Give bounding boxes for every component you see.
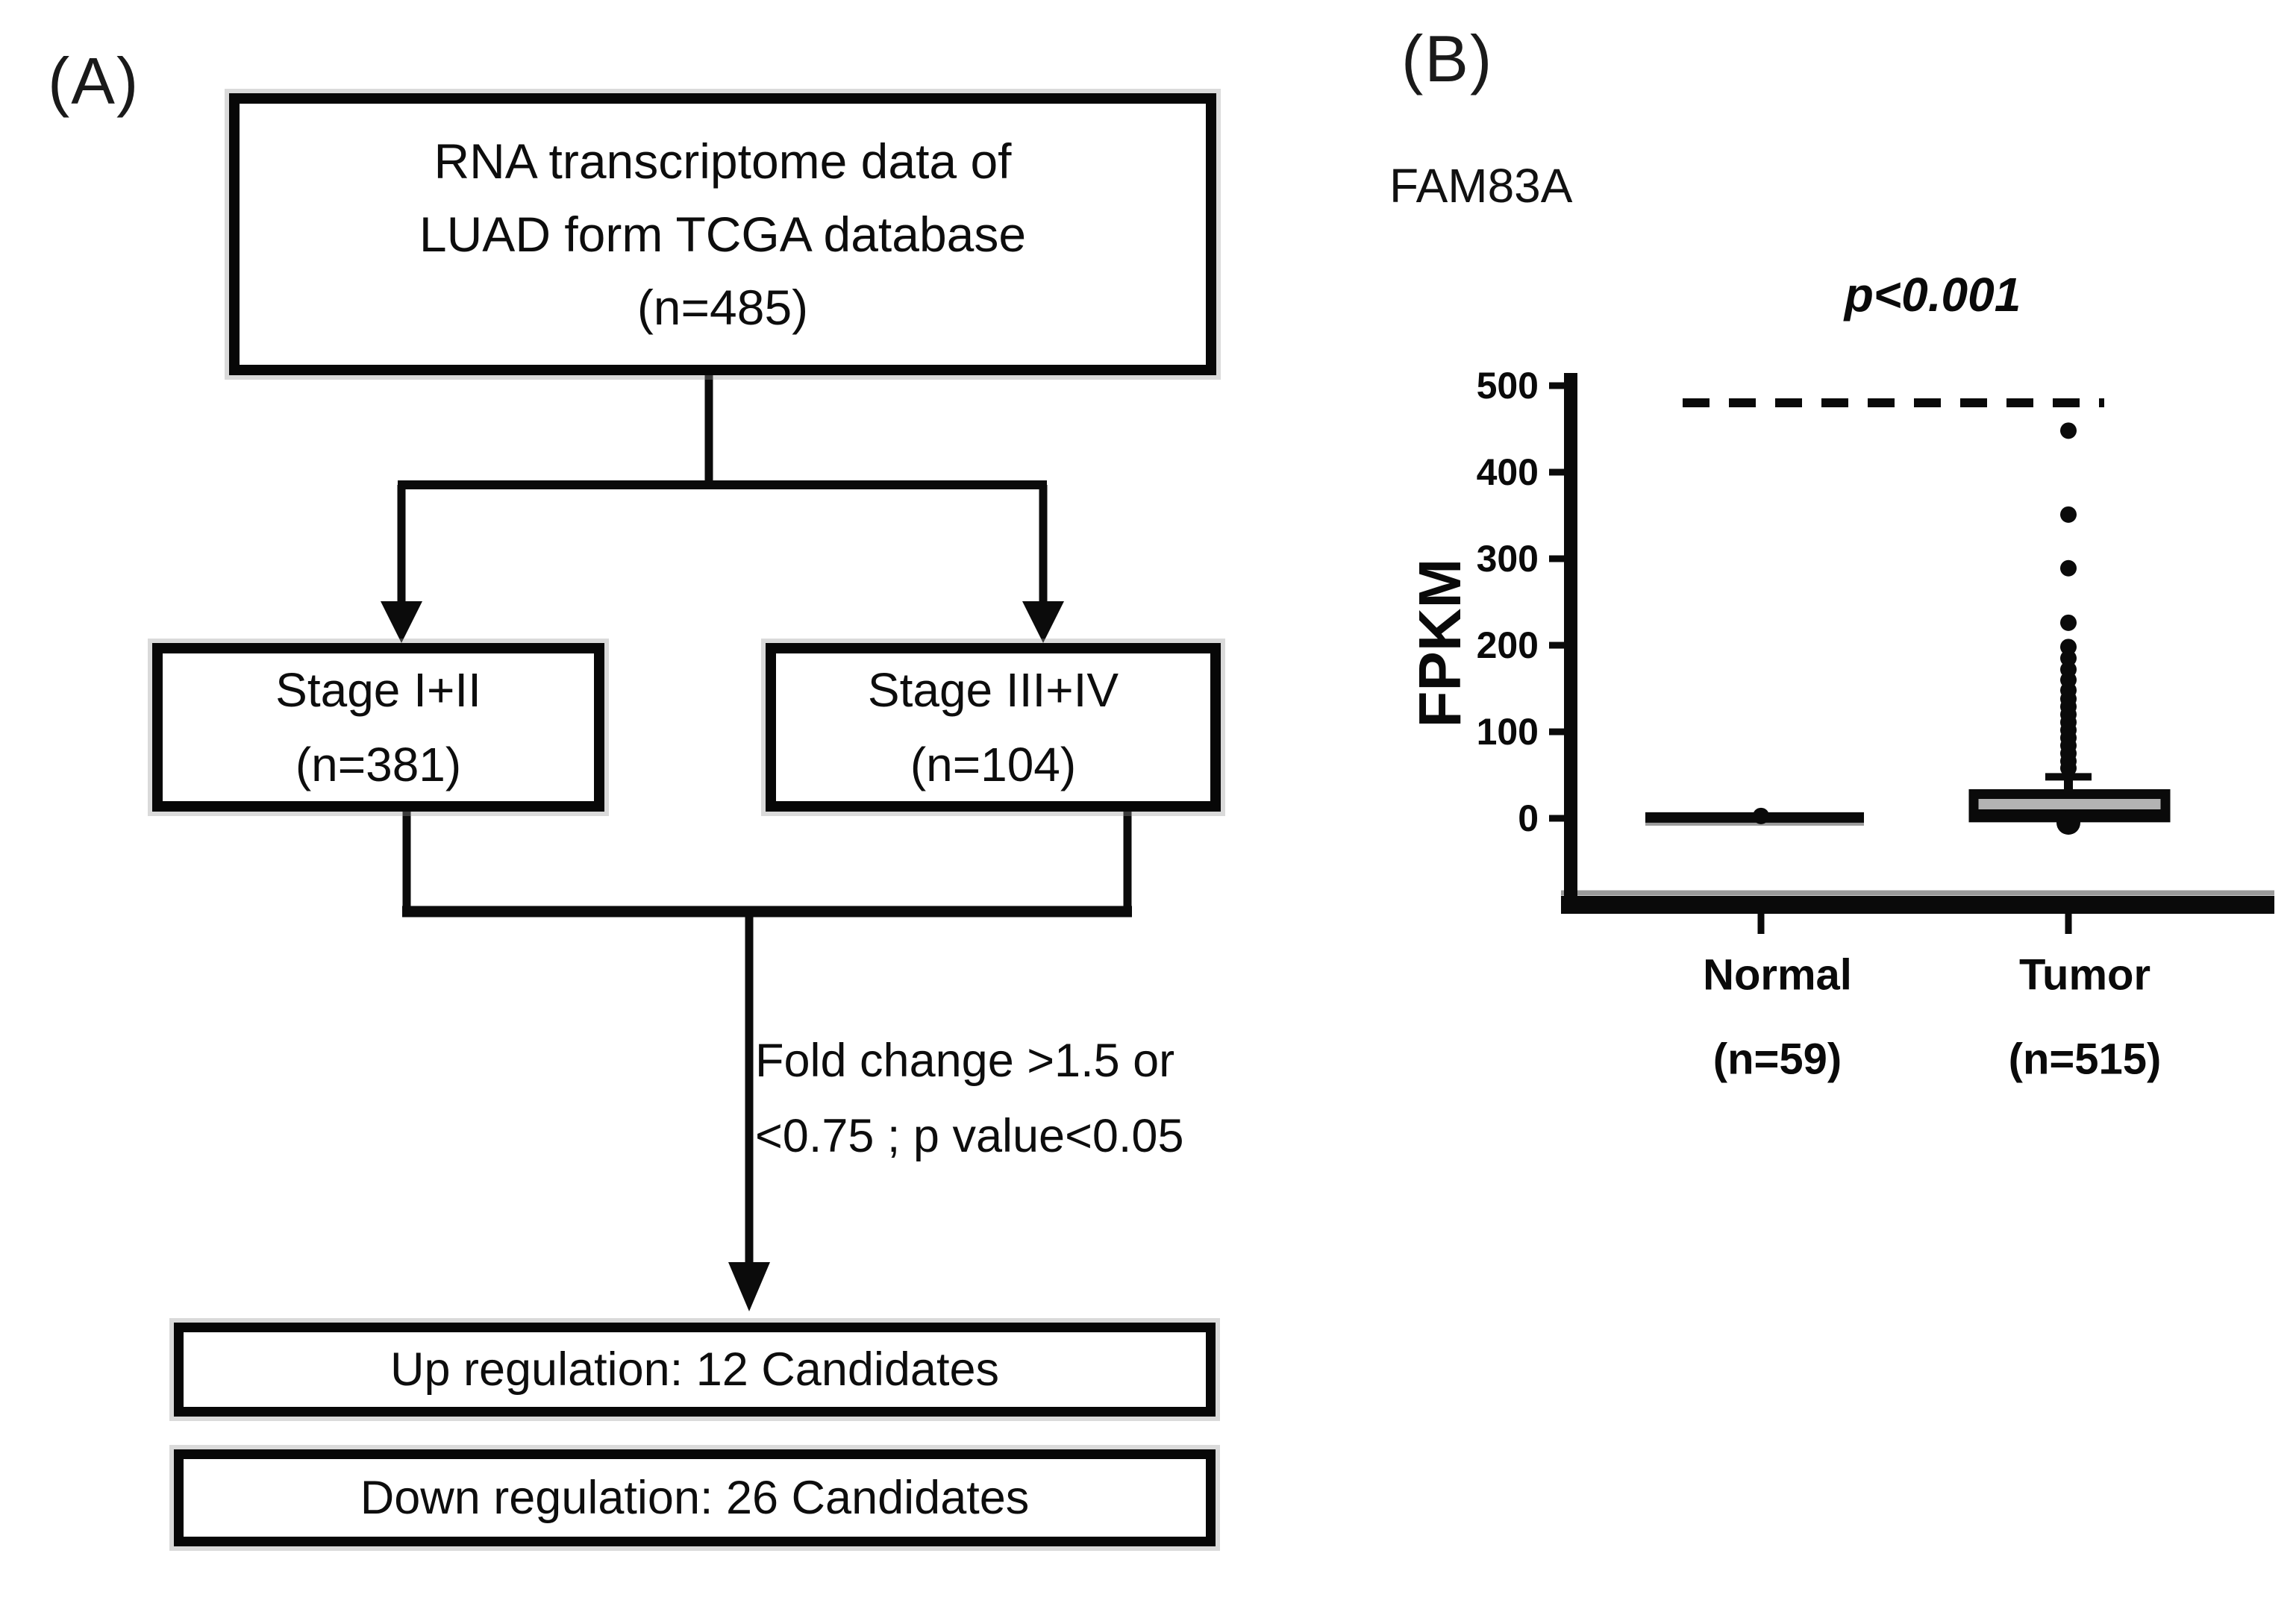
y-tick-label: 200 [1477,624,1539,666]
tumor-outlier-point [2060,661,2077,678]
y-tick-label: 400 [1477,451,1539,493]
panel-b-label: (B) [1401,22,1494,95]
panel-a-label: (A) [48,44,140,118]
y-tick-label: 100 [1477,711,1539,753]
flow-box-stage12: Stage I+II (n=381) [152,643,604,812]
tumor-min-cluster-point [2056,811,2080,835]
gene-title: FAM83A [1389,159,1573,213]
group-n-label: (n=515) [2009,1035,2162,1084]
normal-center-point [1753,807,1769,824]
tumor-outlier-point [2060,614,2077,631]
flow-box-downregulation-text: Down regulation: 26 Candidates [360,1472,1030,1524]
flow-box-stage34-line2: (n=104) [910,738,1077,791]
arrowhead-left-icon [381,601,422,643]
flow-box-stage12-line2: (n=381) [295,738,462,791]
y-tick-label: 300 [1477,538,1539,580]
flow-box-upregulation: Up regulation: 12 Candidates [174,1323,1216,1417]
arrowhead-right-icon [1022,601,1064,643]
p-value-annotation: p<0.001 [1844,268,2021,322]
filter-criteria-line1: Fold change >1.5 or [755,1035,1175,1087]
filter-criteria-note: Fold change >1.5 or <0.75 ; p value<0.05 [755,1023,1183,1174]
flow-box-source-line3: (n=485) [636,280,809,335]
group-n-label: (n=59) [1713,1035,1842,1084]
group-name-label: Normal [1703,951,1852,1000]
flow-box-source-line2: LUAD form TCGA database [419,207,1027,262]
tumor-outlier-point [2060,559,2077,577]
flow-box-source: RNA transcriptome data of LUAD form TCGA… [229,93,1216,375]
arrowhead-bottom-icon [728,1262,770,1311]
tumor-outlier-point [2060,506,2077,523]
tumor-outlier-point [2060,639,2077,656]
flow-box-stage12-line1: Stage I+II [275,663,481,717]
flow-box-downregulation: Down regulation: 26 Candidates [174,1449,1216,1546]
tumor-outlier-point [2060,650,2077,667]
filter-criteria-line2: <0.75 ; p value<0.05 [755,1110,1184,1162]
flow-box-stage34: Stage III+IV (n=104) [766,643,1221,812]
y-tick-label: 500 [1477,365,1539,407]
flow-box-stage34-line1: Stage III+IV [867,663,1119,717]
tumor-outlier-point [2060,422,2077,439]
flow-box-source-line1: RNA transcriptome data of [434,134,1012,189]
group-name-label: Tumor [2019,951,2150,1000]
y-tick-label: 0 [1518,797,1539,839]
flow-box-upregulation-text: Up regulation: 12 Candidates [390,1343,1000,1396]
